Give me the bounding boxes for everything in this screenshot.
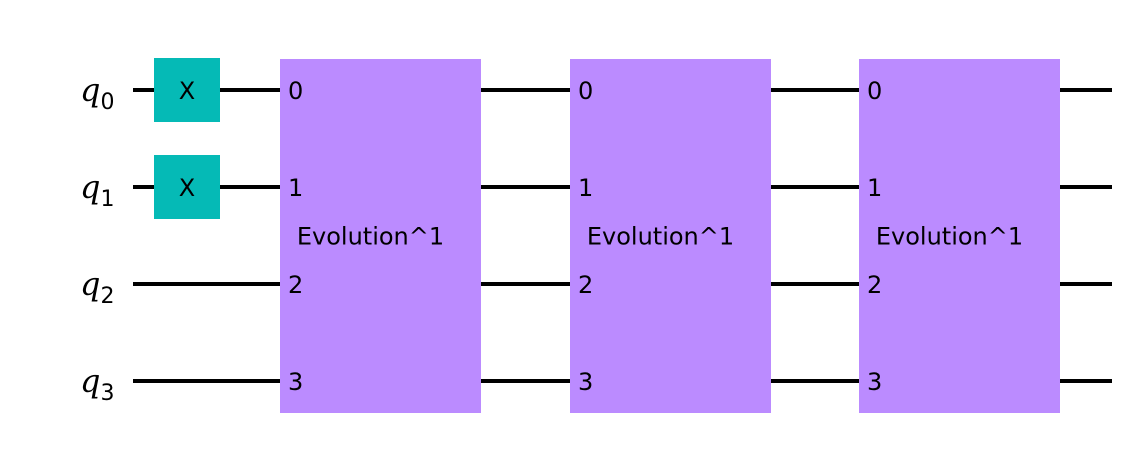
evolution-gate-0-port-3: 3 bbox=[288, 368, 303, 396]
evolution-gate-1-port-0: 0 bbox=[578, 77, 593, 105]
x-gate-1 bbox=[154, 155, 220, 219]
evolution-gate-label-0: Evolution^1 bbox=[297, 223, 444, 251]
qubit-label-1: q1 bbox=[80, 168, 114, 212]
qubit-index-1: 1 bbox=[100, 187, 114, 212]
evolution-gate-0-port-0: 0 bbox=[288, 77, 303, 105]
evolution-gate-1 bbox=[570, 59, 771, 413]
evolution-gate-0-port-1: 1 bbox=[288, 174, 303, 202]
x-gate-0 bbox=[154, 58, 220, 122]
x-gate-label-1: X bbox=[179, 174, 195, 202]
evolution-gate-1-port-1: 1 bbox=[578, 174, 593, 202]
qubit-index-0: 0 bbox=[100, 90, 114, 115]
evolution-gate-1-port-2: 2 bbox=[578, 271, 593, 299]
evolution-gate-0 bbox=[280, 59, 481, 413]
qubit-index-2: 2 bbox=[100, 284, 114, 309]
evolution-gate-label-1: Evolution^1 bbox=[587, 223, 734, 251]
qubit-label-0: q0 bbox=[80, 71, 114, 115]
qubit-label-3: q3 bbox=[80, 362, 114, 406]
qubit-labels-layer: q0 q1 q2 q3 bbox=[80, 71, 114, 406]
evolution-gate-0-port-2: 2 bbox=[288, 271, 303, 299]
evolution-gate-1-port-3: 3 bbox=[578, 368, 593, 396]
evolution-gate-2-port-2: 2 bbox=[867, 271, 882, 299]
qubit-label-2: q2 bbox=[80, 265, 114, 309]
qubit-index-3: 3 bbox=[100, 381, 114, 406]
evolution-gate-2-port-0: 0 bbox=[867, 77, 882, 105]
evolution-gate-label-2: Evolution^1 bbox=[876, 223, 1023, 251]
evolution-gate-2-port-3: 3 bbox=[867, 368, 882, 396]
x-gate-label-0: X bbox=[179, 77, 195, 105]
evolution-gates-layer: 0 1 2 3 Evolution^1 0 1 2 3 Evolution^1 0 1 2 3 Evolut… bbox=[280, 59, 1060, 413]
evolution-gate-2 bbox=[859, 59, 1060, 413]
evolution-gate-2-port-1: 1 bbox=[867, 174, 882, 202]
x-gates-layer: XX bbox=[154, 58, 220, 219]
